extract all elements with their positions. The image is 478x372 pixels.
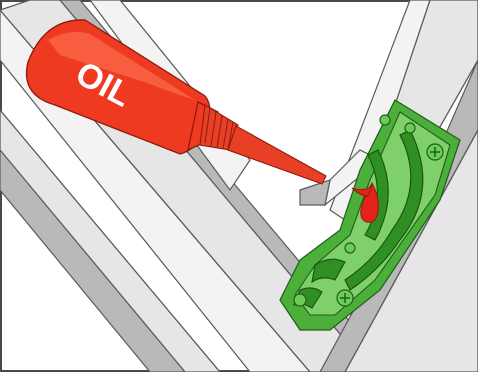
screw-icon — [405, 123, 415, 133]
screw-icon — [294, 294, 306, 306]
screw-icon — [345, 243, 355, 253]
screw-icon — [380, 115, 390, 125]
